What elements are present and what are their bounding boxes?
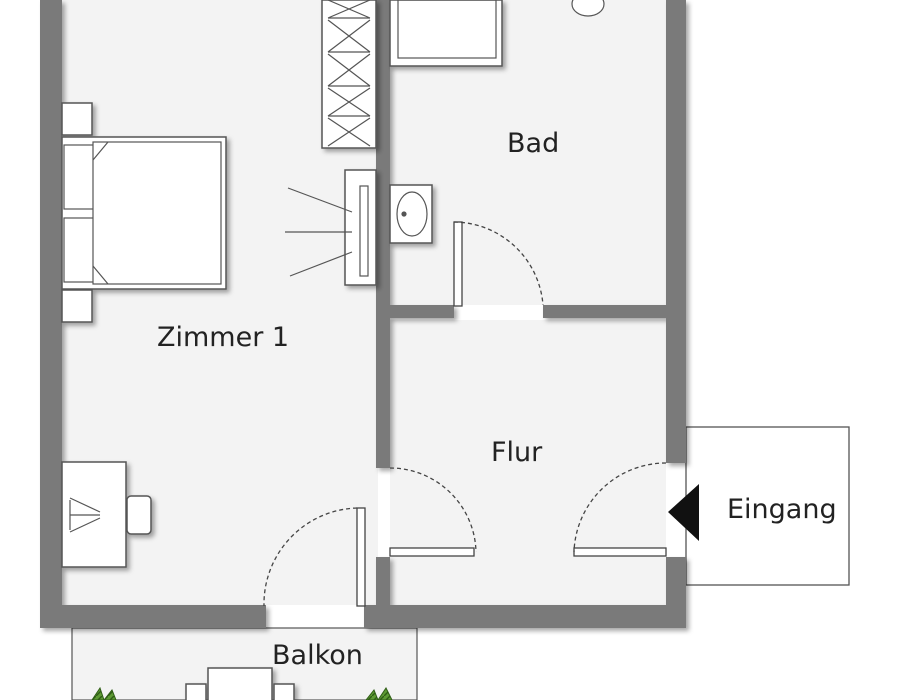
- wardrobe-crosses: [327, 0, 371, 147]
- entrance-door-swing: [573, 462, 667, 553]
- balcony-chair-right: [273, 683, 295, 700]
- wall-bottom-right: [364, 605, 686, 628]
- wall-bad-flur-right: [543, 305, 666, 318]
- room-label-flur: Flur: [491, 437, 543, 468]
- wall-bad-flur: [376, 305, 454, 318]
- toilet: [571, 0, 605, 17]
- balcony-table: [207, 667, 273, 700]
- balcony-door-swing: [263, 507, 358, 607]
- desk-lamp-icon: [69, 497, 101, 533]
- nightstand-top: [61, 102, 93, 136]
- wall-bottom-left: [40, 605, 266, 628]
- room-label-bad: Bad: [507, 128, 560, 159]
- desk-chair: [126, 495, 152, 535]
- wall-mid-lower: [376, 318, 390, 468]
- wall-right: [666, 0, 686, 463]
- floor-flur: [390, 320, 666, 605]
- room-label-balkon: Balkon: [272, 640, 363, 671]
- room-door-leaf: [389, 547, 475, 557]
- bath-door-swing: [453, 221, 544, 306]
- room-door-swing: [389, 467, 477, 553]
- bath-door-leaf: [453, 221, 463, 307]
- shower-tray: [397, 0, 497, 59]
- entrance-arrow-icon: [668, 484, 699, 541]
- plant-icon: [91, 686, 393, 700]
- room-label-zimmer: Zimmer 1: [157, 322, 290, 353]
- wall-stub-flur: [376, 557, 390, 609]
- wall-left: [40, 0, 62, 628]
- lamp-icon: [285, 187, 353, 277]
- bed-blanket: [92, 141, 222, 285]
- walls: [40, 0, 686, 628]
- balcony-door-leaf: [356, 507, 366, 607]
- wardrobe: [321, 0, 377, 149]
- nightstand-bottom: [61, 289, 93, 323]
- entrance-landing: [685, 426, 850, 586]
- doors: [263, 221, 667, 607]
- wall-mid-upper: [376, 0, 390, 305]
- sink-bowl: [396, 191, 428, 237]
- tv: [359, 185, 369, 277]
- furniture-details: [63, 0, 605, 533]
- entrance-label: Eingang: [727, 494, 837, 525]
- balcony-chair-left: [185, 683, 207, 700]
- shower: [389, 0, 503, 67]
- bed-fold: [92, 141, 109, 285]
- entrance-door-leaf: [573, 547, 667, 557]
- sink-drain: [401, 211, 407, 217]
